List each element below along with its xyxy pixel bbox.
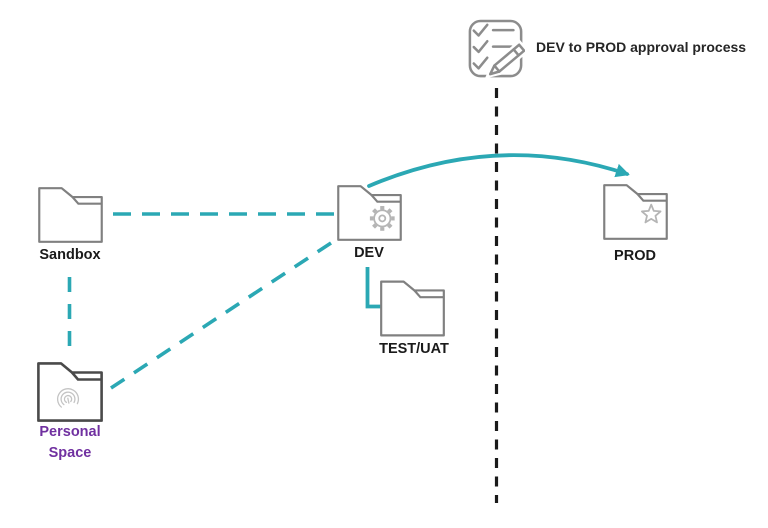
folder-icon	[380, 280, 445, 337]
node-label-test-uat: TEST/UAT	[379, 341, 449, 357]
edge-dev-prod-arrow	[367, 153, 630, 188]
node-label-prod: PROD	[614, 248, 656, 264]
folder-icon	[38, 187, 103, 243]
star-icon	[641, 203, 662, 224]
node-label-sandbox: Sandbox	[39, 247, 101, 263]
pencil-icon	[484, 39, 525, 79]
checklist-pencil-icon	[468, 19, 525, 79]
folder-star-icon	[603, 184, 668, 240]
approval-process-label: DEV to PROD approval process	[536, 39, 747, 55]
folder-gear-icon	[337, 185, 402, 241]
edge-dev-testuat	[365, 267, 381, 309]
node-label-personal-space: Personal Space	[39, 424, 101, 461]
gear-icon	[369, 206, 395, 231]
folder-fingerprint-icon	[37, 362, 103, 422]
node-label-dev: DEV	[354, 245, 384, 261]
fingerprint-icon	[57, 388, 80, 408]
edge-personal-space-dev	[110, 239, 335, 390]
